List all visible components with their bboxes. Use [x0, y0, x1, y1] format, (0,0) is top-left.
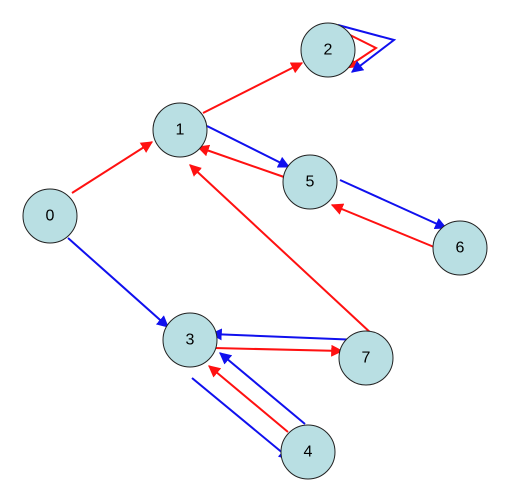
node-6[interactable]: 6	[432, 220, 488, 276]
node-label: 5	[306, 174, 315, 191]
node-7[interactable]: 7	[338, 330, 394, 386]
node-circle	[152, 102, 208, 158]
node-label: 3	[186, 332, 195, 349]
edge-4-to-3-blue	[219, 352, 306, 425]
edge-5-to-6-blue	[339, 179, 448, 230]
node-circle	[300, 22, 356, 78]
edge-7-to-1-red	[189, 164, 374, 336]
node-circle	[22, 188, 78, 244]
edge-3-to-7-red	[213, 344, 344, 357]
edge-1-to-5-blue	[206, 125, 291, 168]
node-3[interactable]: 3	[162, 312, 218, 368]
node-4[interactable]: 4	[280, 424, 336, 480]
node-label: 7	[362, 350, 371, 367]
node-circle	[162, 312, 218, 368]
edge-2-to-2-blue	[337, 24, 397, 73]
node-2[interactable]: 2	[300, 22, 356, 78]
node-label: 6	[456, 240, 465, 257]
node-5[interactable]: 5	[282, 154, 338, 210]
node-label: 1	[176, 122, 185, 139]
node-circle	[432, 220, 488, 276]
edges-layer	[67, 24, 448, 460]
node-1[interactable]: 1	[152, 102, 208, 158]
node-circle	[338, 330, 394, 386]
edge-5-to-1-red	[196, 144, 285, 178]
edge-6-to-5-red	[330, 203, 435, 248]
node-circle	[282, 154, 338, 210]
edge-0-to-1-red	[71, 141, 154, 194]
node-circle	[280, 424, 336, 480]
node-label: 0	[46, 208, 55, 225]
edge-3-to-4-blue	[191, 377, 291, 460]
node-label: 2	[324, 42, 333, 59]
edge-7-to-3-blue	[209, 328, 361, 341]
node-label: 4	[304, 444, 313, 461]
node-0[interactable]: 0	[22, 188, 78, 244]
edge-0-to-3-blue	[67, 237, 169, 328]
edge-1-to-2-red	[202, 62, 304, 114]
edge-4-to-3-red	[208, 365, 289, 433]
nodes-layer: 0 1 2 3 4 5 6 7	[22, 22, 488, 480]
